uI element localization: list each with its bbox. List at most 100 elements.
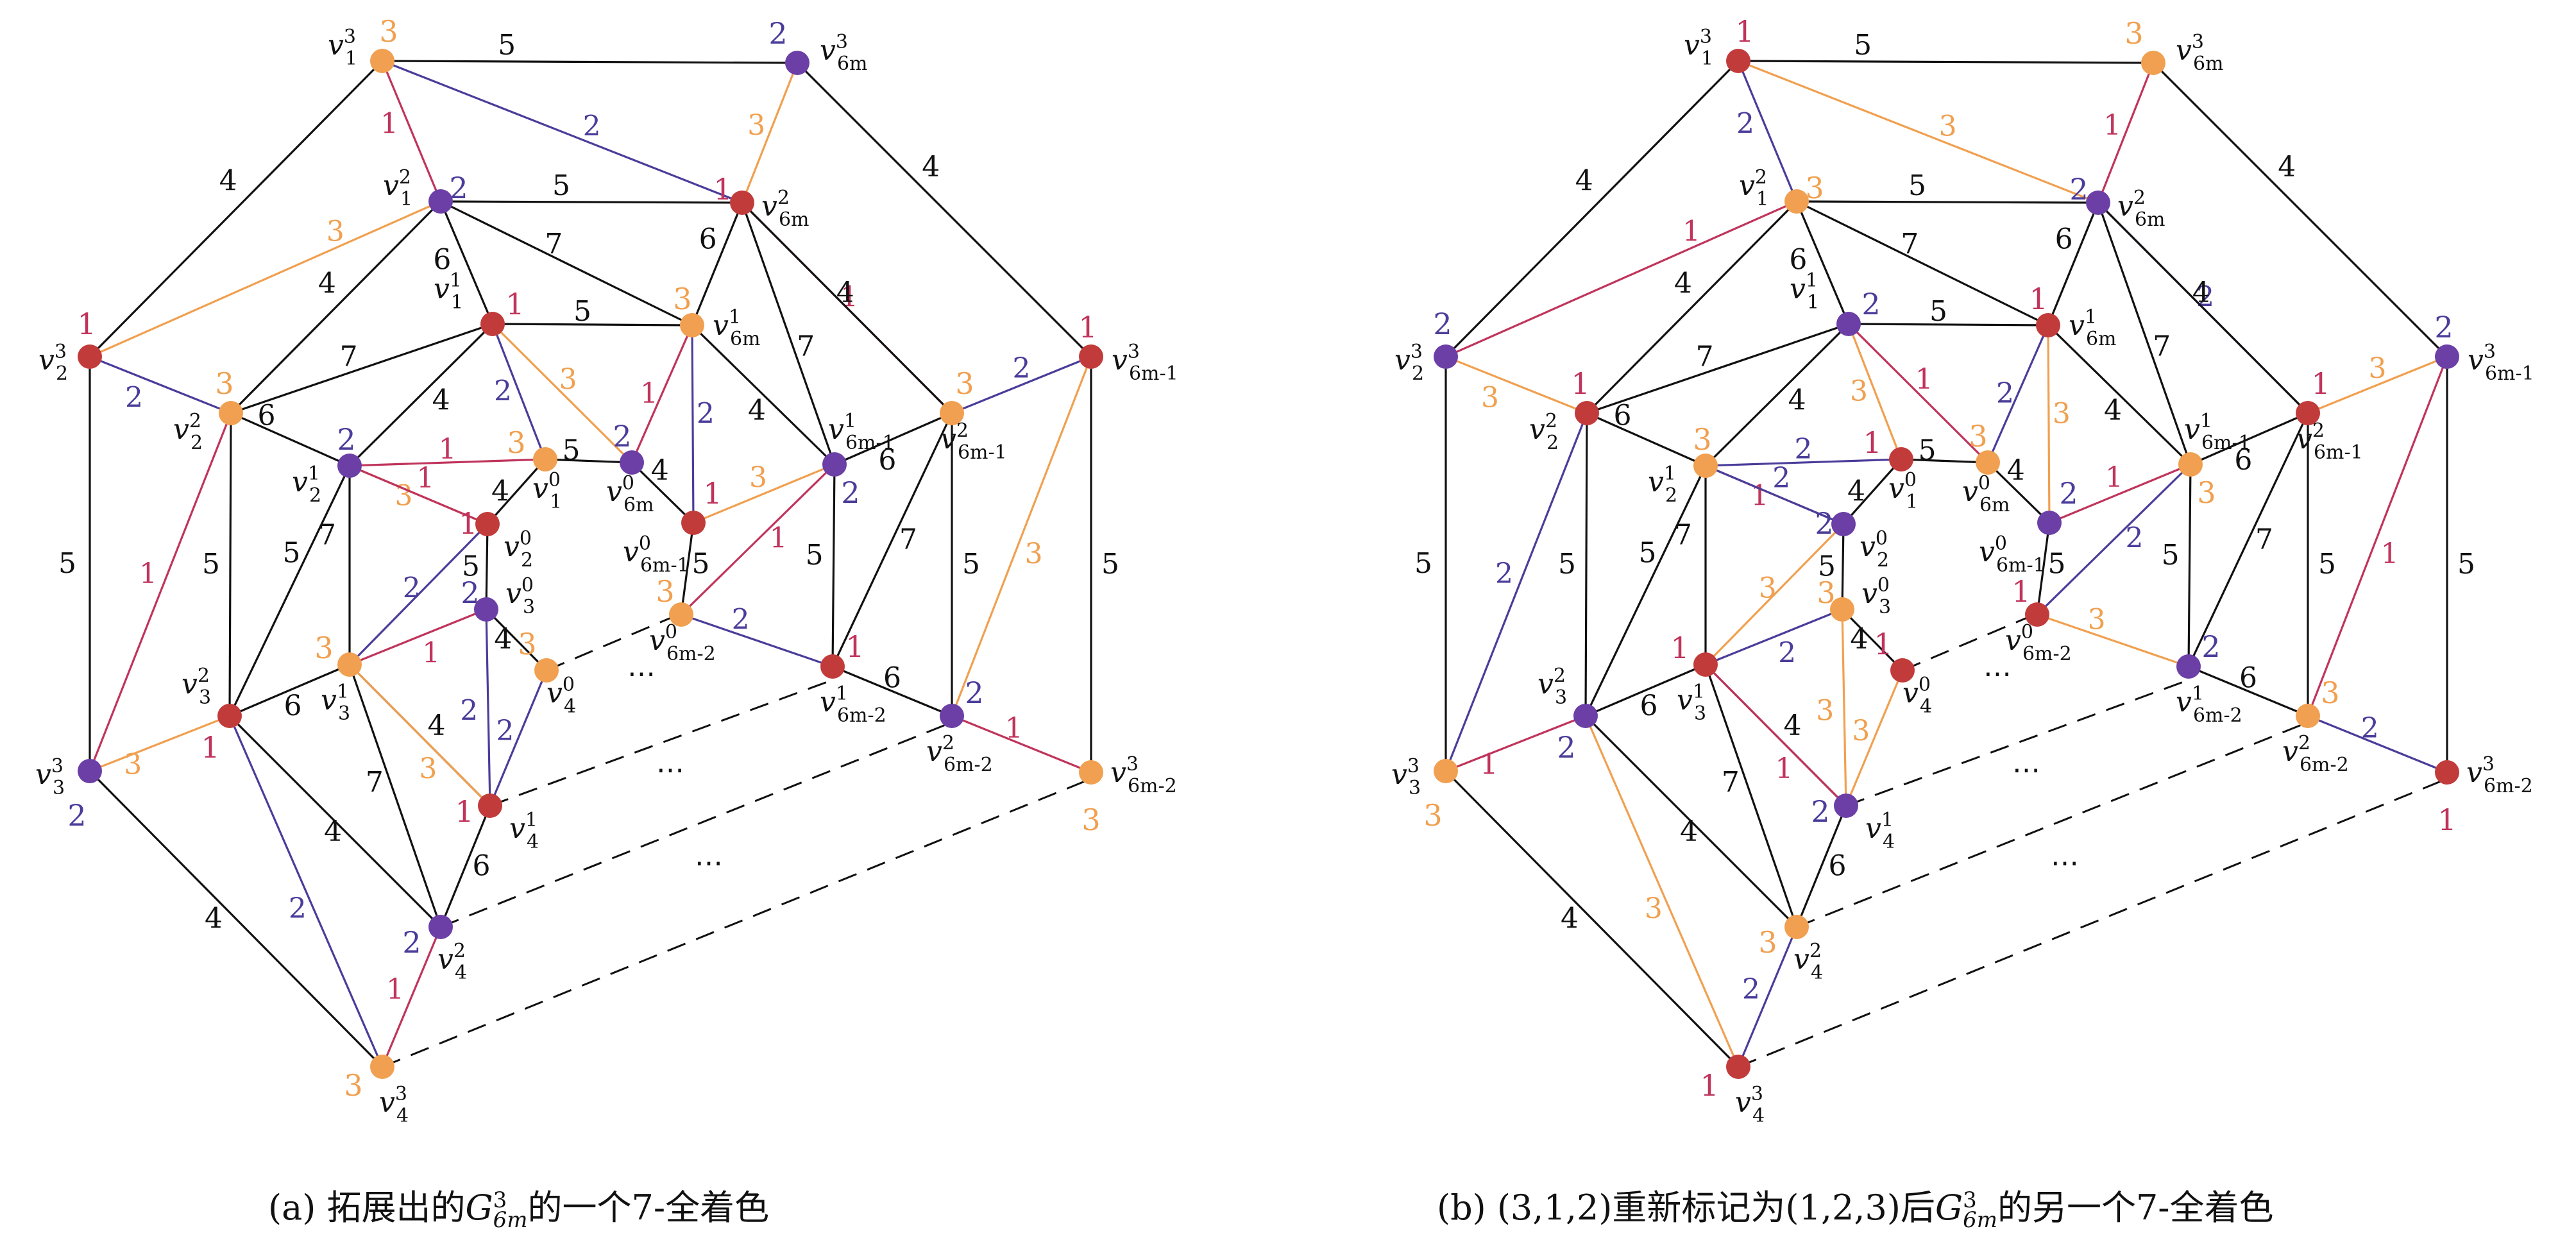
edge-v3_2-v4_2 xyxy=(1584,715,1798,928)
edge-color-label: 7 xyxy=(797,330,815,362)
vertex-color-label: 3 xyxy=(215,366,233,401)
edge-color-label: 4 xyxy=(1788,384,1806,416)
dashed-continuation-edge xyxy=(382,777,1092,1068)
vertex-color-label: 3 xyxy=(2197,475,2216,510)
edge-v2_1-v1_0 xyxy=(349,458,546,467)
vertex-color-label: 3 xyxy=(2124,16,2143,51)
edge-color-label: 3 xyxy=(419,752,437,785)
edge-v1_2-v6m_1 xyxy=(1796,200,2049,327)
edge-color-label: 3 xyxy=(2088,603,2106,636)
edge-color-label: 4 xyxy=(2192,276,2210,309)
edge-v2_1-v3_2 xyxy=(1584,465,1707,717)
edge-color-label: 3 xyxy=(559,363,577,396)
edge-color-label: 2 xyxy=(1742,973,1760,1006)
edge-v2_3-v2_2 xyxy=(89,355,232,414)
vertex-v6m1_1 xyxy=(822,452,847,477)
vertex-color-label: 2 xyxy=(2201,629,2220,664)
edge-color-label: 4 xyxy=(836,276,854,309)
edge-v1_1-v6m_1 xyxy=(1848,323,2049,327)
vertex-color-label: 2 xyxy=(2069,172,2088,207)
vertex-color-label: 1 xyxy=(1700,1068,1718,1103)
edge-v3_2-v4_3 xyxy=(1584,715,1740,1067)
edge-v6m1_3-v6m1_2 xyxy=(951,355,1092,414)
edge-color-label: 3 xyxy=(1645,892,1663,925)
edge-color-label: 4 xyxy=(1850,623,1868,656)
edge-v3_0-v3_1 xyxy=(349,608,487,666)
vertex-v3_0 xyxy=(1830,597,1854,622)
vertex-v3_0 xyxy=(474,597,498,622)
edge-color-label: 2 xyxy=(2196,281,2214,314)
edge-v1_2-v2_2 xyxy=(230,200,442,414)
dashed-continuation-edge xyxy=(1902,613,2035,672)
edge-v1_2-v6m_1 xyxy=(440,200,693,327)
edge-color-label: 2 xyxy=(1013,352,1031,385)
vertex-v6m1_1 xyxy=(2178,452,2203,477)
edge-color-label: 5 xyxy=(563,434,580,467)
vertex-v6m_1 xyxy=(680,313,704,337)
edge-v4_2-v4_3 xyxy=(381,926,442,1067)
vertex-color-label: 2 xyxy=(1861,287,1880,321)
edge-color-label: 5 xyxy=(1101,548,1119,581)
dashed-continuation-edge xyxy=(546,613,679,672)
edge-color-label: 4 xyxy=(219,164,237,197)
vertex-v1_1 xyxy=(480,312,505,336)
vertex-color-label: 3 xyxy=(314,631,333,665)
edge-v6m_1-v6m1_1 xyxy=(2047,324,2192,466)
vertex-v3_1 xyxy=(1693,652,1718,677)
vertex-color-label: 3 xyxy=(1693,422,1711,457)
edge-color-label: 3 xyxy=(124,749,142,781)
edge-color-label: 4 xyxy=(324,815,342,848)
edge-color-label: 4 xyxy=(2007,454,2025,487)
edge-v4_1-v4_2 xyxy=(439,805,491,928)
edge-color-label: 1 xyxy=(139,557,157,590)
edge-v6m_1-v6m1_1 xyxy=(691,324,836,466)
vertex-v1_0 xyxy=(1889,447,1913,471)
vertex-v4_3 xyxy=(370,1055,394,1079)
vertex-color-label: 2 xyxy=(1815,506,1833,541)
edge-color-label: 5 xyxy=(1854,29,1872,62)
edge-color-label: 5 xyxy=(2457,548,2475,581)
edge-v1_1-v6m_1 xyxy=(492,323,693,327)
edge-color-label: 2 xyxy=(1795,433,1813,466)
vertex-v2_2 xyxy=(1575,401,1599,425)
edge-color-label: 6 xyxy=(883,662,901,695)
edge-v2_2-v2_1 xyxy=(1586,412,1706,467)
edge-v1_3-v2_3 xyxy=(1445,60,1740,358)
vertex-color-label: 2 xyxy=(1557,730,1575,765)
vertex-color-label: 1 xyxy=(2012,574,2030,609)
edge-color-label: 5 xyxy=(1929,295,1947,328)
edge-v6m_0-v6m1_0 xyxy=(1987,461,2051,524)
edge-color-label: 4 xyxy=(1783,709,1801,742)
edge-v3_0-v4_0 xyxy=(1841,608,1904,672)
vertex-v6m2_0 xyxy=(669,602,693,627)
vertex-v3_1 xyxy=(337,652,362,677)
edge-color-label: 2 xyxy=(125,382,143,414)
edge-color-label: 2 xyxy=(1772,462,1790,495)
edge-color-label: 4 xyxy=(427,709,445,742)
vertex-v4_2 xyxy=(1784,915,1809,939)
caption-b-prefix: (b) (3,1,2)重新标记为(1,2,3)后 xyxy=(1437,1187,1935,1228)
caption-a-prefix: (a) 拓展出的 xyxy=(268,1187,466,1228)
edge-v1_1-v2_1 xyxy=(348,323,494,467)
edge-v2_0-v3_1 xyxy=(348,523,489,666)
edge-color-label: 5 xyxy=(691,547,709,580)
edge-color-label: 1 xyxy=(769,522,787,554)
vertex-v2_3 xyxy=(78,344,102,369)
vertex-color-label: 3 xyxy=(344,1068,362,1103)
caption-a-graph-symbol: G xyxy=(465,1187,493,1228)
vertex-color-label: 2 xyxy=(67,798,86,833)
vertex-color-label: 3 xyxy=(518,627,536,661)
vertex-color-label: 1 xyxy=(703,476,722,511)
